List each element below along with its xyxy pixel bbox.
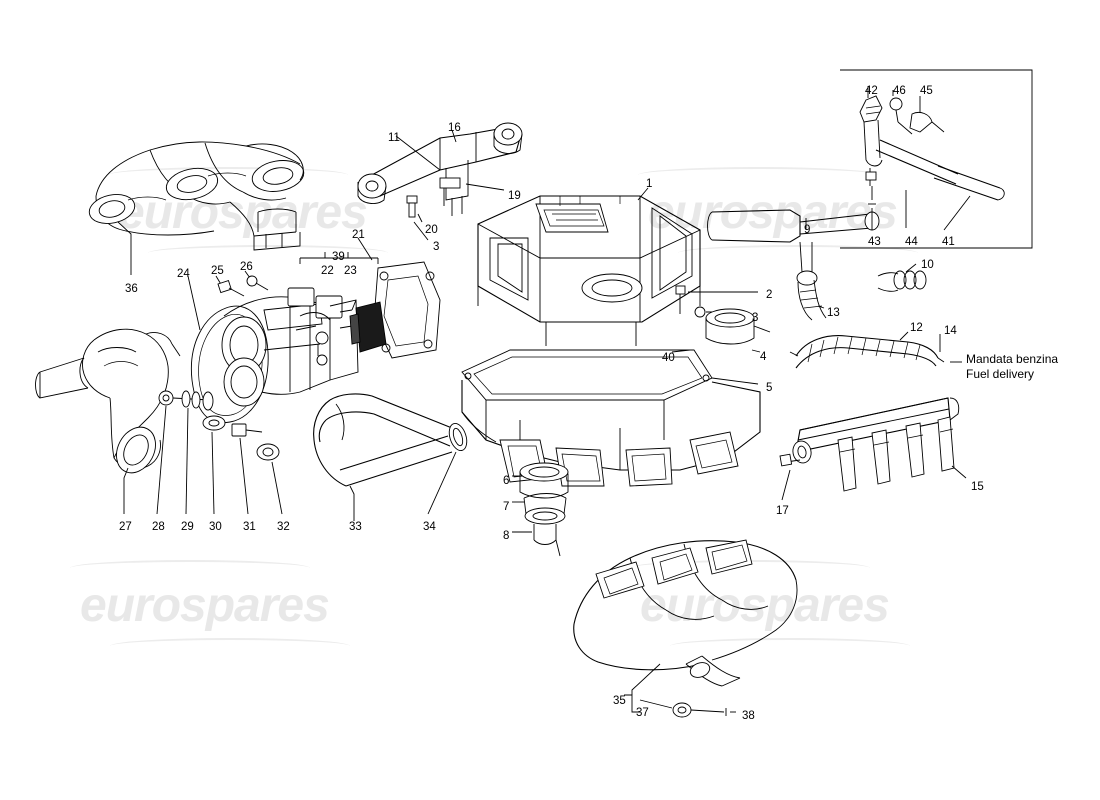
watermark-text: eurospares — [640, 579, 890, 632]
callout-number-31: 31 — [243, 521, 256, 533]
caption-line-italian: Mandata benzina — [966, 352, 1059, 366]
caption-line-english: Fuel delivery — [966, 367, 1035, 381]
callout-number-33: 33 — [349, 521, 362, 533]
callout-number-35: 35 — [613, 695, 626, 707]
part-40-stud — [671, 349, 691, 353]
callout-number-8: 8 — [503, 530, 510, 542]
callout-number-21: 21 — [352, 229, 365, 241]
callout-number-10: 10 — [921, 259, 934, 271]
callout-number-34: 34 — [423, 521, 436, 533]
callout-number-38: 38 — [742, 710, 755, 722]
callout-number-9: 9 — [804, 224, 811, 236]
callout-number-5: 5 — [766, 382, 773, 394]
callout-number-39: 39 — [332, 251, 345, 263]
part-27-air-intake — [35, 328, 181, 514]
callout-number-3: 3 — [433, 241, 440, 253]
watermark-swoosh — [670, 638, 910, 654]
part-9-air-pipe — [707, 209, 927, 321]
callout-number-16: 16 — [448, 122, 461, 134]
callout-number-2: 2 — [766, 289, 773, 301]
part-1-plenum — [477, 187, 701, 346]
inset-fuel-fittings — [840, 69, 1033, 249]
callout-number-32: 32 — [277, 521, 290, 533]
callout-number-40: 40 — [662, 352, 675, 364]
watermark-swoosh — [148, 245, 388, 261]
watermark-swoosh — [638, 167, 878, 183]
callout-number-25: 25 — [211, 265, 224, 277]
throttle-body-assembly — [221, 237, 441, 407]
callout-number-23: 23 — [344, 265, 357, 277]
callout-number-6: 6 — [503, 475, 510, 487]
part-36-manifold — [88, 141, 305, 275]
part-12-corrugated-hose — [789, 331, 962, 369]
callout-number-36: 36 — [125, 283, 138, 295]
callout-number-13: 13 — [827, 307, 840, 319]
parts-25-26-fasteners — [215, 270, 269, 297]
callout-number-43: 43 — [868, 236, 881, 248]
callout-number-30: 30 — [209, 521, 222, 533]
callout-number-14: 14 — [944, 325, 957, 337]
callout-number-17: 17 — [776, 505, 789, 517]
part-16-bracket — [357, 122, 523, 241]
callout-number-45: 45 — [920, 85, 933, 97]
callout-number-44: 44 — [905, 236, 918, 248]
part-35-exhaust-manifold — [573, 539, 798, 718]
callout-number-4: 4 — [760, 351, 767, 363]
callout-number-27: 27 — [119, 521, 132, 533]
callout-number-7: 7 — [503, 501, 510, 513]
callout-number-26: 26 — [240, 261, 253, 273]
watermark-text: eurospares — [648, 186, 898, 239]
watermark-swoosh — [678, 245, 918, 261]
callout-number-19: 19 — [508, 190, 521, 202]
part-5-gasket — [461, 349, 759, 401]
callout-number-20: 20 — [425, 224, 438, 236]
part-4-elbow — [705, 308, 771, 353]
watermark-text: eurospares — [80, 579, 330, 632]
watermark-swoosh — [108, 167, 348, 183]
parts-28-32-fasteners — [156, 390, 283, 515]
callout-number-1: 1 — [646, 178, 653, 190]
callout-number-3: 3 — [752, 312, 759, 324]
callout-number-24: 24 — [177, 268, 190, 280]
watermark-text: eurospares — [118, 186, 368, 239]
callout-number-29: 29 — [181, 521, 194, 533]
intake-manifold-base — [461, 380, 761, 557]
callout-number-11: 11 — [388, 132, 400, 144]
callout-number-46: 46 — [893, 85, 906, 97]
fuel-delivery-caption: Mandata benzina Fuel delivery — [966, 352, 1058, 382]
callout-number-22: 22 — [321, 265, 334, 277]
part-15-fuel-rail — [779, 397, 967, 501]
callout-number-37: 37 — [636, 707, 649, 719]
part-33-tube — [313, 393, 468, 521]
callout-number-15: 15 — [971, 481, 984, 493]
watermark-swoosh — [110, 638, 350, 654]
callout-number-28: 28 — [152, 521, 165, 533]
watermark-swoosh — [70, 560, 310, 576]
callout-number-12: 12 — [910, 322, 923, 334]
callout-number-42: 42 — [865, 85, 878, 97]
callout-number-41: 41 — [942, 236, 955, 248]
